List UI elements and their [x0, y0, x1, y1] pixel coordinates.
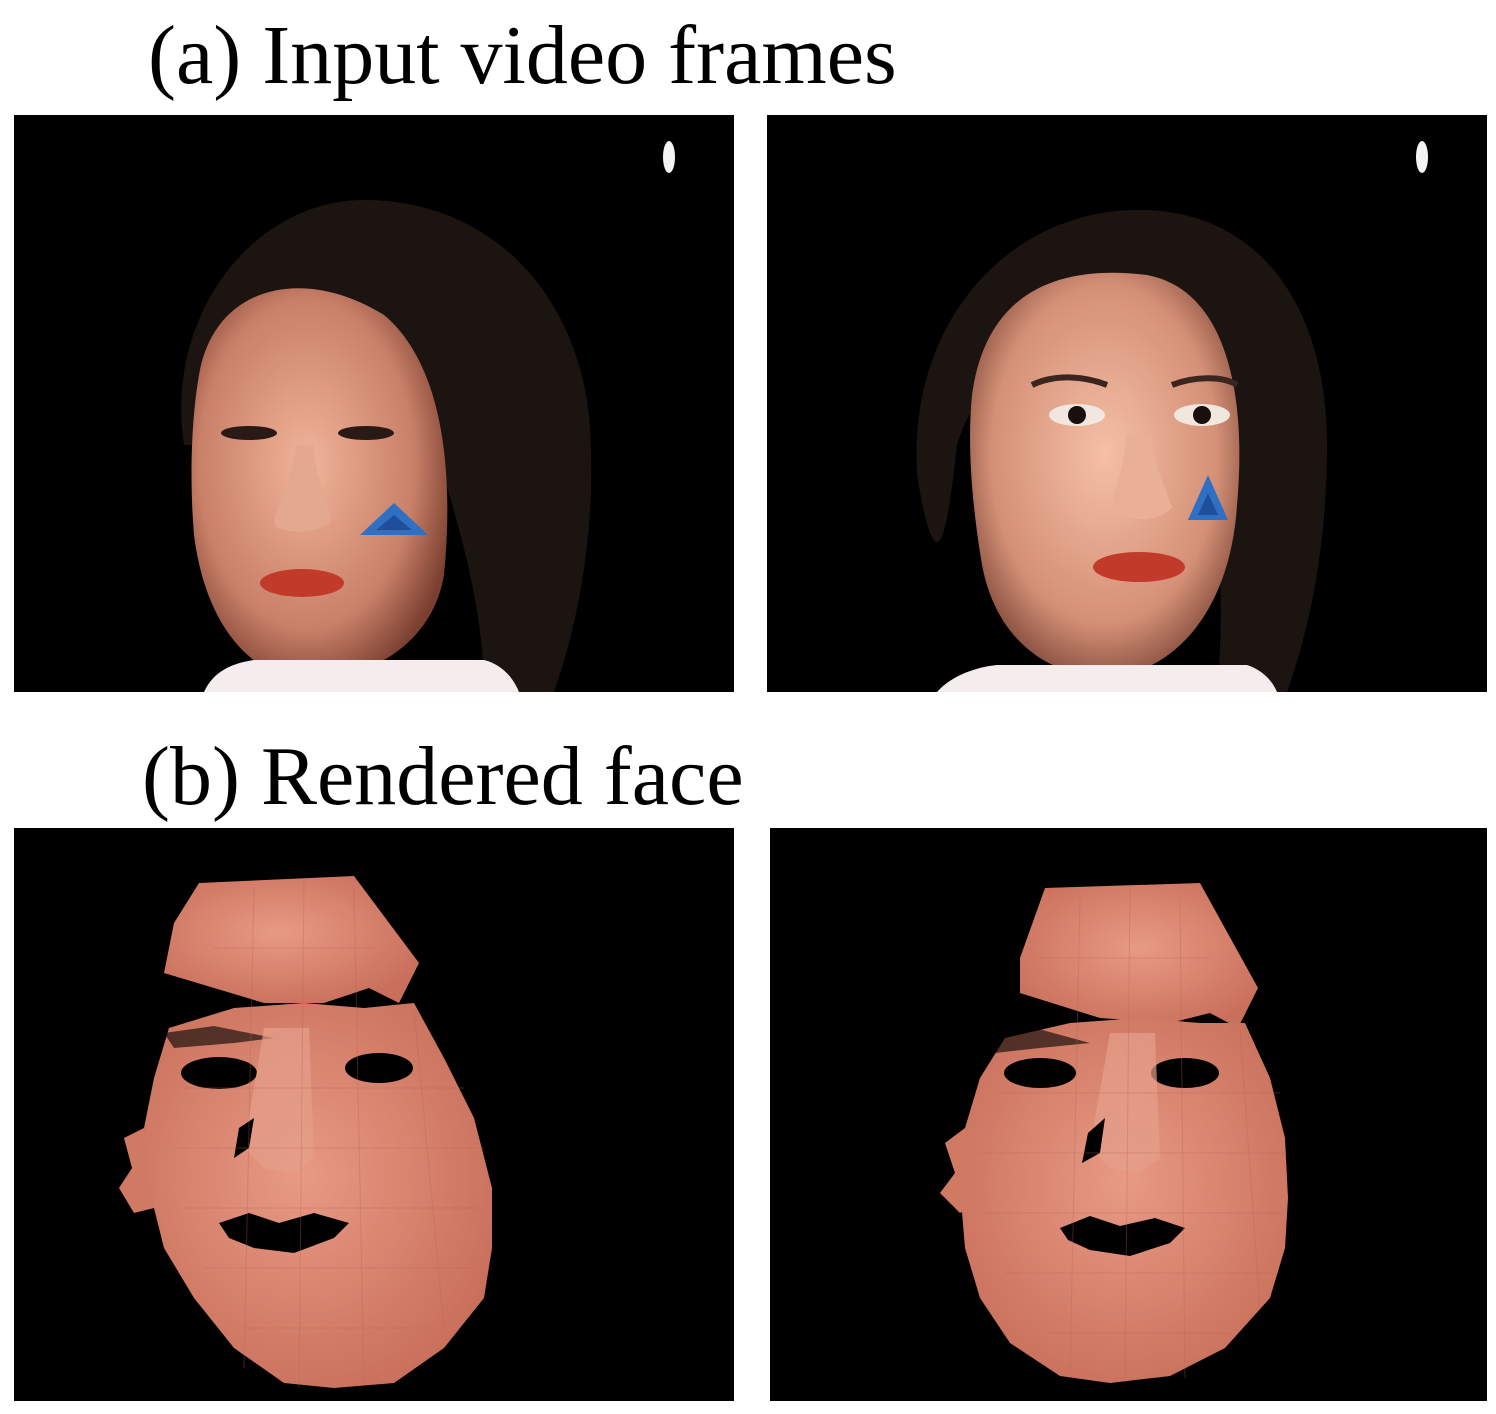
rendered-face-mesh-1	[14, 828, 734, 1401]
caption-rendered-face: (b) Rendered face	[142, 730, 744, 823]
lips	[1093, 552, 1185, 582]
input-frame-1	[14, 115, 734, 692]
mouth-hole	[219, 1213, 349, 1253]
face	[970, 272, 1240, 677]
input-frame-1-photo	[14, 115, 734, 692]
input-frame-2	[767, 115, 1487, 692]
lips	[260, 569, 344, 597]
mouth-hole	[1060, 1216, 1185, 1256]
face-mesh	[144, 1003, 492, 1388]
light-reflection	[663, 141, 675, 173]
input-frame-2-photo	[767, 115, 1487, 692]
rendered-face-2	[770, 828, 1487, 1401]
rendered-face-1	[14, 828, 734, 1401]
light-reflection	[1416, 141, 1428, 173]
rendered-face-mesh-2	[770, 828, 1487, 1401]
caption-input-frames: (a) Input video frames	[148, 9, 897, 102]
face-mesh	[960, 1018, 1288, 1383]
